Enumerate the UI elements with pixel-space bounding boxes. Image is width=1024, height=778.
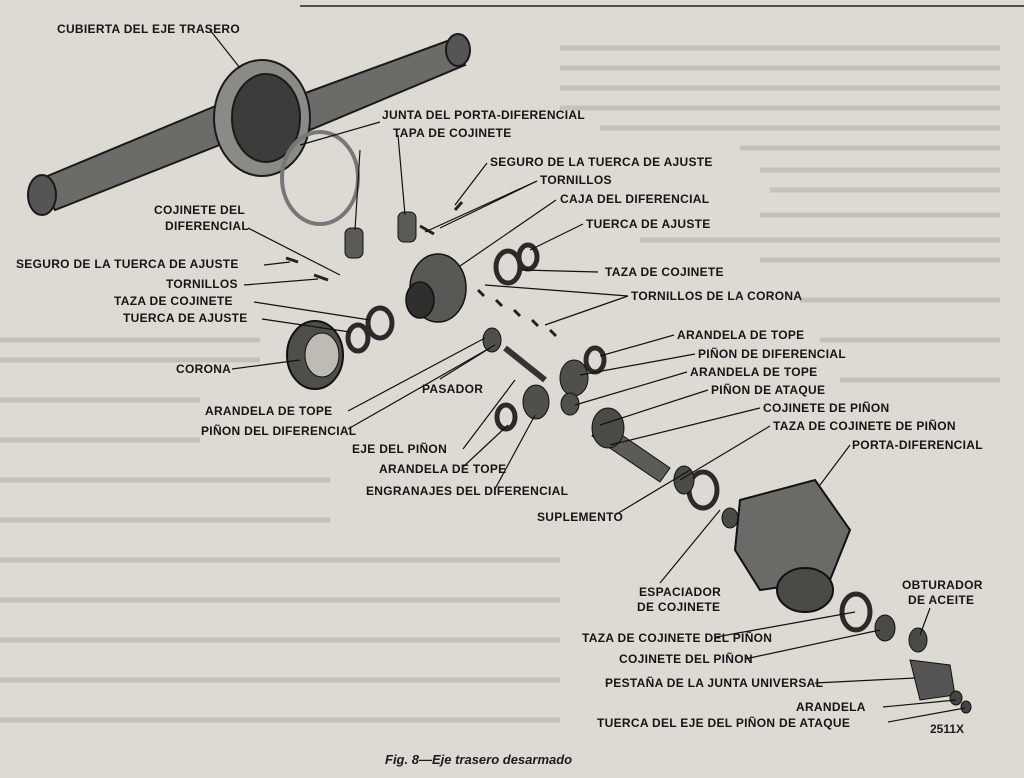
bolts-drawing (285, 201, 558, 338)
label-taza-cojinete-pinon: TAZA DE COJINETE DE PIÑON (773, 419, 956, 433)
label-tornillos-corona: TORNILLOS DE LA CORONA (631, 289, 803, 303)
label-tornillos-top: TORNILLOS (540, 173, 612, 187)
axle-housing-drawing (27, 33, 471, 216)
bearing-cap-left (344, 227, 364, 259)
label-suplemento: SUPLEMENTO (537, 510, 624, 524)
label-seguro-tuerca-ajuste-top: SEGURO DE LA TUERCA DE AJUSTE (490, 155, 713, 169)
pinion-shaft-drawing (503, 345, 547, 383)
label-taza-cojinete-right: TAZA DE COJINETE (605, 265, 724, 279)
leader-lines (209, 29, 966, 723)
label-corona: CORONA (176, 362, 232, 376)
label-tuerca-ajuste-left: TUERCA DE AJUSTE (123, 311, 248, 325)
label-obturador: OBTURADOR (902, 578, 983, 592)
label-cojinete-del-pinon: COJINETE DEL PIÑON (619, 652, 753, 666)
label-taza-cojinete-left: TAZA DE COJINETE (114, 294, 233, 308)
label-taza-cojinete-del-pinon: TAZA DE COJINETE DEL PIÑON (582, 631, 773, 645)
figure-caption: Fig. 8—Eje trasero desarmado (385, 752, 573, 767)
label-tornillos-left: TORNILLOS (166, 277, 238, 291)
bearing-cap-right (397, 211, 417, 243)
label-pasador: PASADOR (422, 382, 484, 396)
universal-joint-flange-drawing (909, 659, 956, 701)
label-arandela-tope-bottom: ARANDELA DE TOPE (379, 462, 507, 476)
label-arandela: ARANDELA (796, 700, 866, 714)
label-engranajes-diferencial: ENGRANAJES DEL DIFERENCIAL (366, 484, 569, 498)
label-pestana-junta-universal: PESTAÑA DE LA JUNTA UNIVERSAL (605, 676, 824, 690)
label-arandela-tope-2: ARANDELA DE TOPE (690, 365, 818, 379)
label-tuerca-ajuste-top: TUERCA DE AJUSTE (586, 217, 711, 231)
differential-case-drawing (405, 253, 467, 323)
label-arandela-tope-left: ARANDELA DE TOPE (205, 404, 333, 418)
label-tuerca-eje-pinon-ataque: TUERCA DEL EJE DEL PIÑON DE ATAQUE (597, 716, 851, 730)
label-porta-diferencial: PORTA-DIFERENCIAL (852, 438, 983, 452)
carrier-drawing (733, 478, 852, 613)
label-de-aceite: DE ACEITE (908, 593, 975, 607)
label-caja-diferencial: CAJA DEL DIFERENCIAL (560, 192, 710, 206)
bearing-rings-drawing (345, 242, 873, 633)
figure-code: 2511X (930, 722, 965, 736)
label-pinon-diferencial-right: PIÑON DE DIFERENCIAL (698, 347, 847, 361)
label-de-cojinete: DE COJINETE (637, 600, 721, 614)
label-diferencial: DIFERENCIAL (165, 219, 249, 233)
gasket-drawing (280, 130, 360, 226)
label-cojinete-pinon: COJINETE DE PIÑON (763, 401, 890, 415)
label-junta-porta-diferencial: JUNTA DEL PORTA-DIFERENCIAL (382, 108, 585, 122)
label-pinon-del-diferencial: PIÑON DEL DIFERENCIAL (201, 424, 357, 438)
label-eje-pinon: EJE DEL PIÑON (352, 442, 448, 456)
label-pinon-ataque: PIÑON DE ATAQUE (711, 383, 826, 397)
label-tapa-cojinete: TAPA DE COJINETE (393, 126, 512, 140)
label-arandela-tope-1: ARANDELA DE TOPE (677, 328, 805, 342)
differential-pinion-drawing (559, 359, 589, 397)
label-espaciador: ESPACIADOR (639, 585, 722, 599)
label-seguro-tuerca-ajuste-left: SEGURO DE LA TUERCA DE AJUSTE (16, 257, 239, 271)
label-cojinete-del: COJINETE DEL (154, 203, 245, 217)
label-cubierta-eje-trasero: CUBIERTA DEL EJE TRASERO (57, 22, 240, 36)
